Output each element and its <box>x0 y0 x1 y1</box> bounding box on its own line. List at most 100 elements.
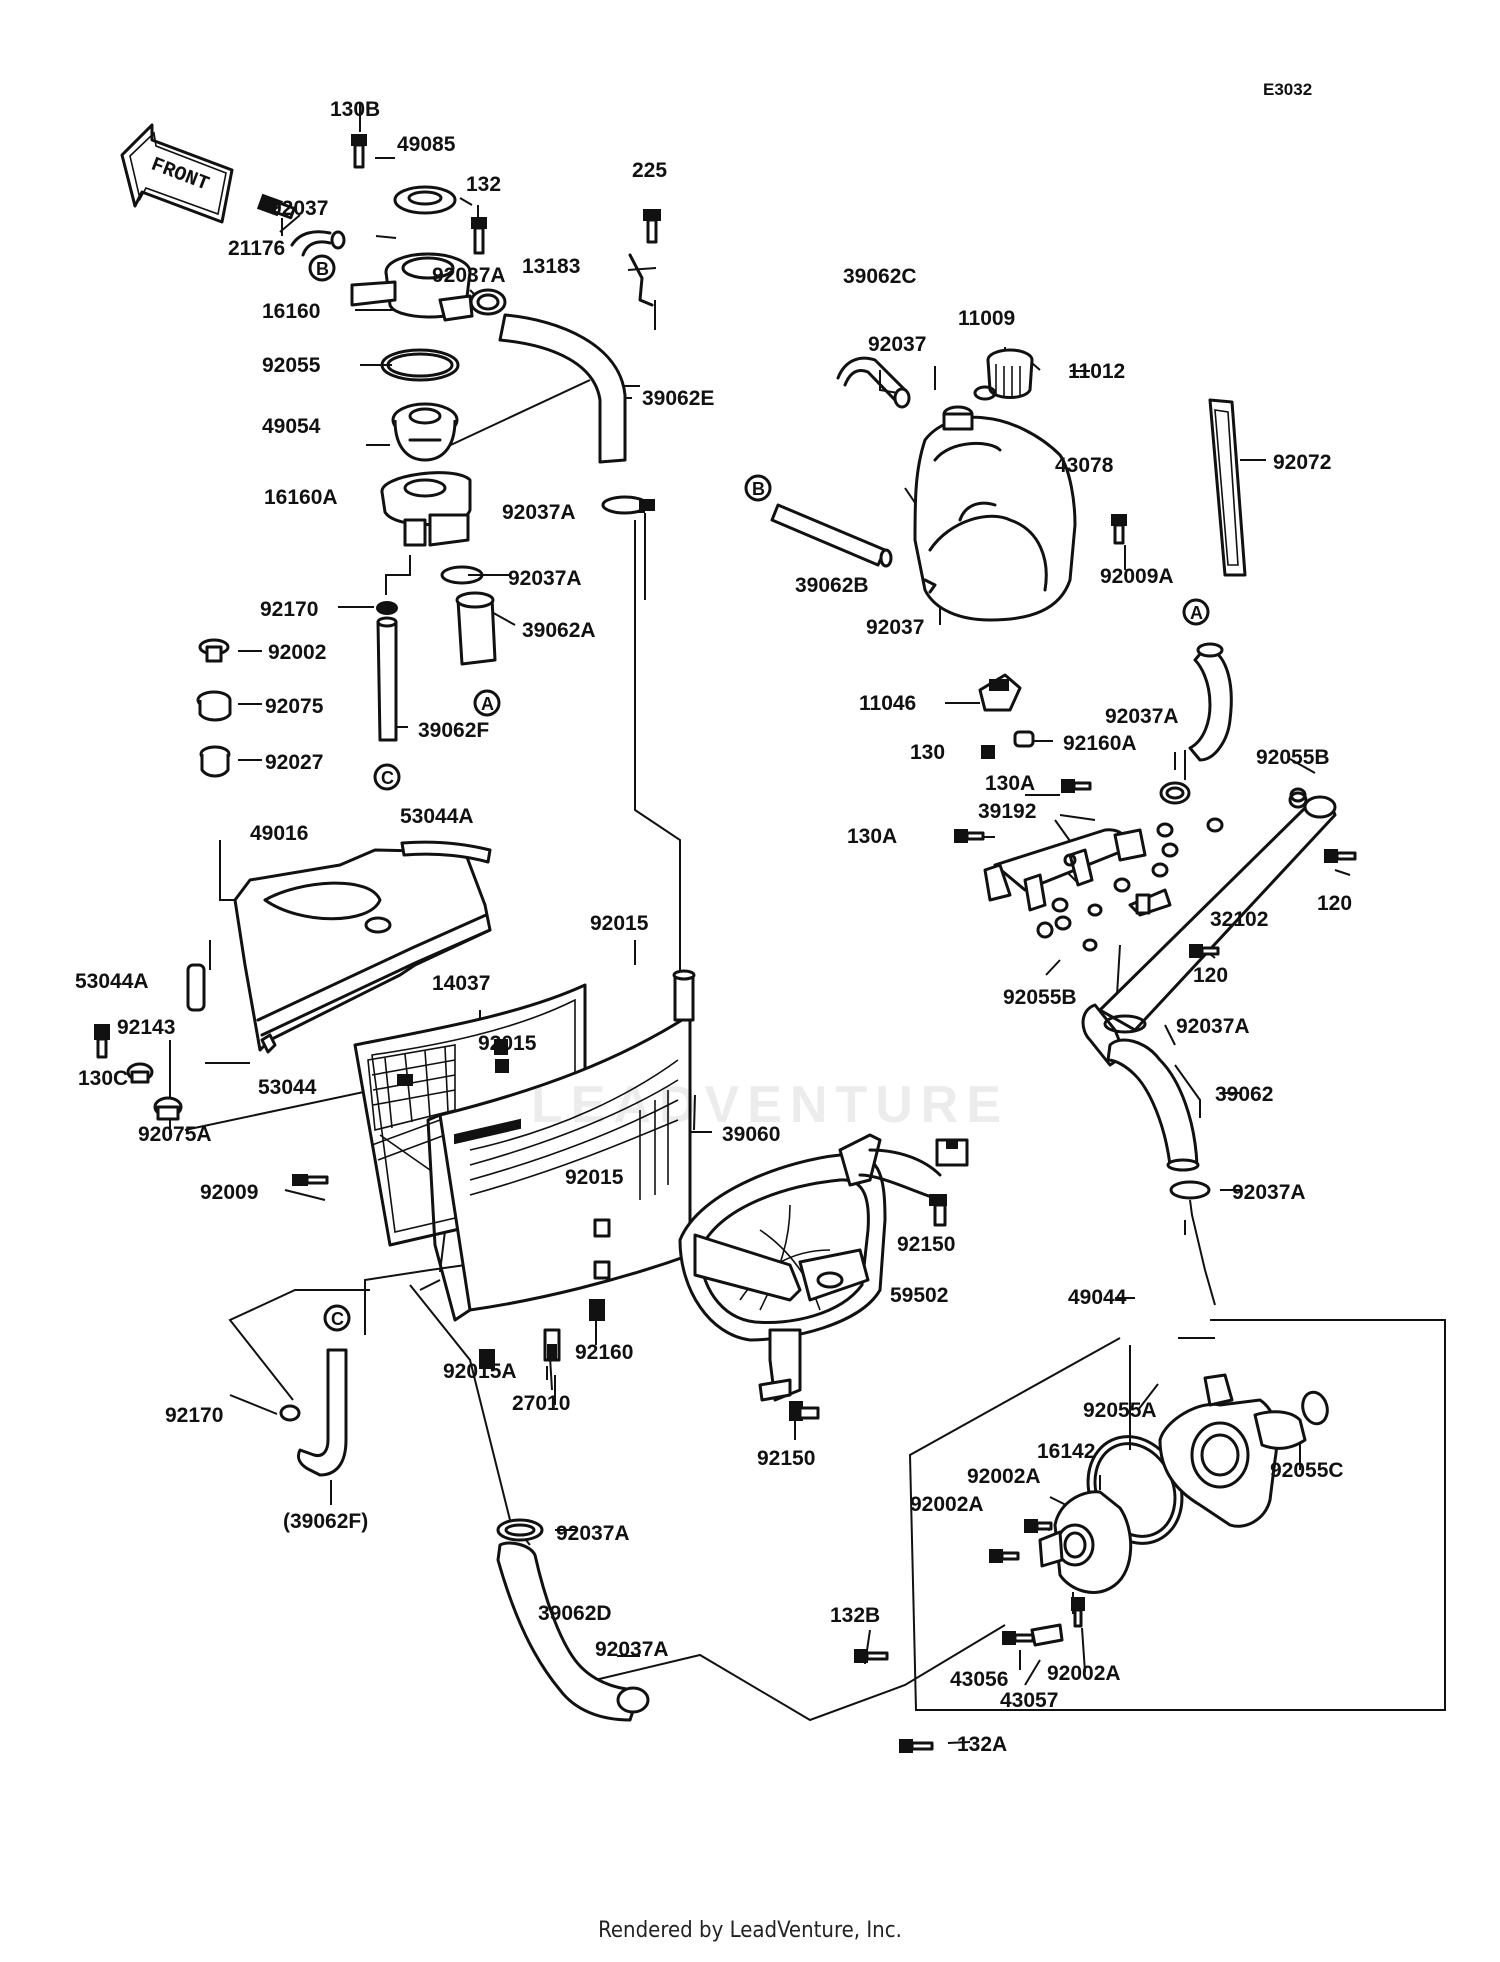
ref-marker-A-pipe: A <box>1182 598 1210 626</box>
part-label: 21176 <box>228 237 285 260</box>
part-label: 130A <box>847 825 897 848</box>
part-label: 11009 <box>958 307 1015 330</box>
part-label: 43078 <box>1055 454 1114 477</box>
reference-markers: B A C B A C <box>308 254 1210 1332</box>
cooling-fan-assembly <box>678 1133 969 1421</box>
part-label: 27010 <box>512 1392 570 1415</box>
part-label: 92055B <box>1256 746 1330 769</box>
svg-text:B: B <box>752 479 765 499</box>
part-label: 49044 <box>1068 1286 1127 1309</box>
part-label: 92037A <box>502 501 576 524</box>
part-label: 39062B <box>795 574 869 597</box>
part-label: 92037A <box>1232 1181 1306 1204</box>
svg-text:C: C <box>381 768 394 788</box>
part-label: 92037A <box>595 1638 669 1661</box>
part-label: 92037A <box>556 1522 630 1545</box>
part-label: 92075A <box>138 1123 212 1146</box>
part-label: 11012 <box>1068 360 1125 383</box>
svg-text:A: A <box>1190 603 1203 623</box>
part-label: 92072 <box>1273 451 1331 474</box>
svg-text:A: A <box>481 694 494 714</box>
part-label: 130 <box>910 741 945 764</box>
part-label: 16142 <box>1037 1440 1095 1463</box>
part-label: 92055B <box>1003 986 1077 1009</box>
part-label: 130C <box>78 1067 128 1090</box>
part-label: 13183 <box>522 255 580 278</box>
part-label: 14037 <box>432 972 490 995</box>
watermark: LEADVENTURE <box>530 1076 1010 1134</box>
diagram-code: E3032 <box>1263 80 1313 99</box>
part-label: 16160A <box>264 486 338 509</box>
coolant-reservoir <box>770 348 1247 622</box>
part-label: 92037A <box>432 264 506 287</box>
part-label: 92055C <box>1270 1459 1344 1482</box>
lower-left-hoses <box>279 1348 650 1722</box>
part-label: 39062C <box>843 265 917 288</box>
part-label: 92143 <box>117 1016 175 1039</box>
ref-marker-A-hose: A <box>473 689 501 717</box>
front-arrow-icon: FRONT <box>120 123 234 224</box>
part-label: 39062 <box>1215 1083 1273 1106</box>
part-label: 92009 <box>200 1181 258 1204</box>
part-label: 92009A <box>1100 565 1174 588</box>
svg-text:C: C <box>331 1309 344 1329</box>
water-pump-assembly <box>854 1373 1329 1753</box>
part-label: 49085 <box>397 133 456 156</box>
part-label: 92037A <box>1176 1015 1250 1038</box>
part-label: 92002A <box>967 1465 1041 1488</box>
part-label: 53044A <box>400 805 474 828</box>
part-label: 92160A <box>1063 732 1137 755</box>
part-label: 132B <box>830 1604 880 1627</box>
part-label: 92055A <box>1083 1399 1157 1422</box>
ref-marker-C-bottom: C <box>323 1304 351 1332</box>
part-label: 92037 <box>270 197 328 220</box>
part-label: 49054 <box>262 415 321 438</box>
part-label: 92150 <box>757 1447 815 1470</box>
part-label: 92002 <box>268 641 326 664</box>
part-label: 43057 <box>1000 1689 1058 1712</box>
part-label: 49016 <box>250 822 308 845</box>
part-number-labels: 130B 49085 132 21176 92037 13183 225 161… <box>75 98 1352 1756</box>
part-label: 132A <box>957 1733 1007 1756</box>
svg-text:B: B <box>316 259 329 279</box>
part-label: 92075 <box>265 695 324 718</box>
part-label: 39060 <box>722 1123 780 1146</box>
part-label: 92002A <box>910 1493 984 1516</box>
part-label: 92015A <box>443 1360 517 1383</box>
part-label: 132 <box>466 173 501 196</box>
part-label: 130B <box>330 98 380 121</box>
ref-marker-B-thermostat: B <box>308 254 336 282</box>
part-label: 120 <box>1193 964 1228 987</box>
part-label: 39062E <box>642 387 714 410</box>
radiator-and-screen <box>94 969 696 1369</box>
part-label: 59502 <box>890 1284 948 1307</box>
part-label: 92015 <box>478 1032 537 1055</box>
part-label: 130A <box>985 772 1035 795</box>
footer-credit: Rendered by LeadVenture, Inc. <box>598 1918 902 1943</box>
part-label: 53044 <box>258 1076 317 1099</box>
part-label: 11046 <box>859 692 916 715</box>
part-label: 92037A <box>1105 705 1179 728</box>
part-label: 92002A <box>1047 1662 1121 1685</box>
part-label: 92160 <box>575 1341 633 1364</box>
part-label: 43056 <box>950 1668 1008 1691</box>
ref-marker-B-reservoir: B <box>744 474 772 502</box>
part-label: 92015 <box>565 1166 624 1189</box>
part-label: 92015 <box>590 912 649 935</box>
part-label: 39192 <box>978 800 1036 823</box>
part-label: 32102 <box>1210 908 1268 931</box>
part-label: 120 <box>1317 892 1352 915</box>
part-label: 92150 <box>897 1233 955 1256</box>
part-label: 39062A <box>522 619 596 642</box>
thermostat-assembly <box>196 134 507 778</box>
upper-radiator-hose <box>498 209 661 515</box>
lower-right-hoses <box>1103 1014 1211 1200</box>
ref-marker-C-top: C <box>373 763 401 791</box>
part-label: 39062F <box>418 719 489 742</box>
coolant-pipe-assembly <box>954 642 1357 1067</box>
part-label: 92027 <box>265 751 323 774</box>
part-label: 53044A <box>75 970 149 993</box>
part-label: 92037 <box>866 616 924 639</box>
